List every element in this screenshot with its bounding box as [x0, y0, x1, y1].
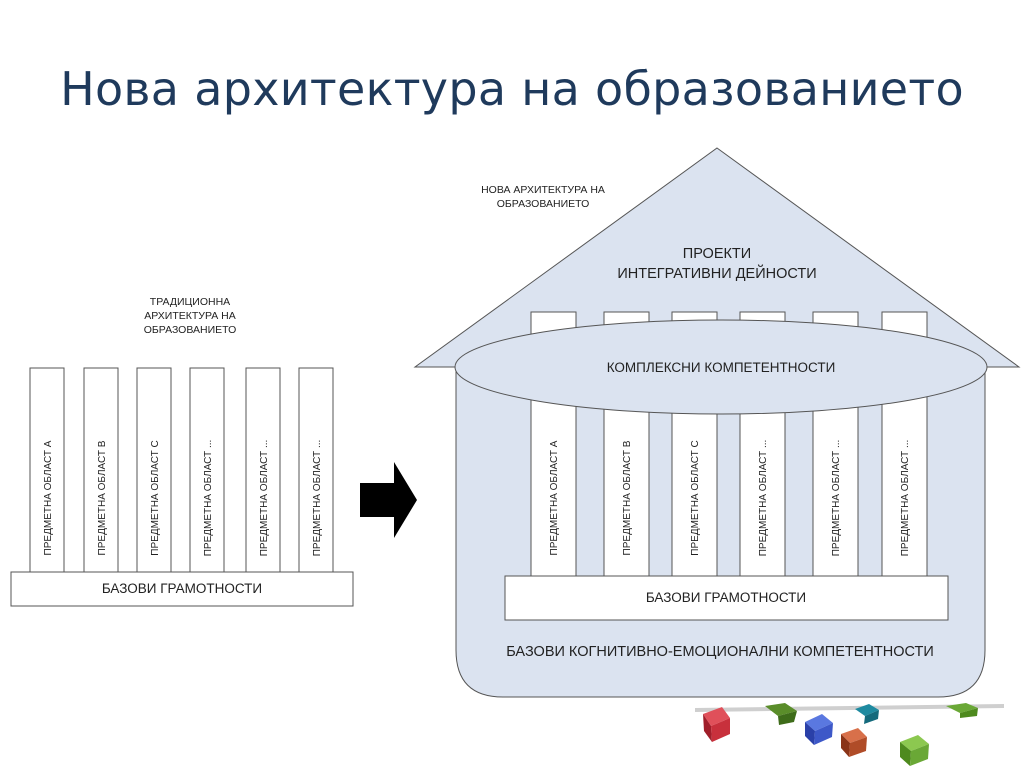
new-column-5: ПРЕДМЕТНА ОБЛАСТ ... [812, 389, 859, 577]
new-column-label: ПРЕДМЕТНА ОБЛАСТ А [549, 440, 560, 555]
traditional-architecture: ТРАДИЦИОННА АРХИТЕКТУРА НА ОБРАЗОВАНИЕТО… [10, 296, 354, 607]
new-column-label: ПРЕДМЕТНА ОБЛАСТ В [622, 440, 633, 555]
traditional-caption-line-3: ОБРАЗОВАНИЕТО [144, 324, 237, 336]
traditional-column-2: ПРЕДМЕТНА ОБЛАСТ В [83, 367, 119, 573]
traditional-base-box [10, 571, 354, 607]
slide-title: Нова архитектура на образованието [60, 62, 964, 116]
traditional-column-4: ПРЕДМЕТНА ОБЛАСТ ... [189, 367, 225, 573]
ellipse-label: КОМПЛЕКСНИ КОМПЕТЕНТНОСТИ [607, 360, 836, 375]
green-cube-icon [765, 703, 797, 725]
blue-cube-icon [805, 714, 833, 745]
new-architecture: НОВА АРХИТЕКТУРА НА ОБРАЗОВАНИЕТО ПРОЕКТ… [413, 147, 1021, 698]
traditional-column-label: ПРЕДМЕТНА ОБЛАСТ ... [312, 440, 323, 557]
traditional-base-label: БАЗОВИ ГРАМОТНОСТИ [102, 581, 262, 596]
traditional-column-label: ПРЕДМЕТНА ОБЛАСТ В [97, 440, 108, 555]
new-caption-line-1: НОВА АРХИТЕКТУРА НА [481, 184, 605, 196]
traditional-column-3: ПРЕДМЕТНА ОБЛАСТ С [136, 367, 172, 573]
foundation-label: БАЗОВИ КОГНИТИВНО-ЕМОЦИОНАЛНИ КОМПЕТЕНТН… [506, 644, 934, 660]
new-column-label: ПРЕДМЕТНА ОБЛАСТ ... [758, 440, 769, 557]
new-column-2: ПРЕДМЕТНА ОБЛАСТ В [603, 389, 650, 577]
traditional-column-label: ПРЕДМЕТНА ОБЛАСТ С [150, 440, 161, 555]
traditional-column-label: ПРЕДМЕТНА ОБЛАСТ А [43, 440, 54, 555]
new-base-box [504, 575, 949, 621]
new-column-label: ПРЕДМЕТНА ОБЛАСТ ... [900, 440, 911, 557]
green-cube-far-right-icon [946, 703, 978, 718]
brown-cube-icon [841, 728, 867, 757]
new-column-1: ПРЕДМЕТНА ОБЛАСТ А [530, 389, 577, 577]
new-column-3: ПРЕДМЕТНА ОБЛАСТ С [671, 389, 718, 577]
red-cube-icon [703, 707, 730, 742]
green-cube-right-icon [900, 735, 929, 766]
traditional-column-1: ПРЕДМЕТНА ОБЛАСТ А [29, 367, 65, 573]
competences-ellipse [454, 319, 988, 415]
traditional-caption-line-2: АРХИТЕКТУРА НА [144, 310, 236, 322]
new-caption-line-2: ОБРАЗОВАНИЕТО [497, 198, 590, 210]
new-column-label: ПРЕДМЕТНА ОБЛАСТ ... [831, 440, 842, 557]
teal-cube-icon [855, 704, 879, 724]
roof-label-projects: ПРОЕКТИ [683, 246, 751, 262]
traditional-column-5: ПРЕДМЕТНА ОБЛАСТ ... [245, 367, 281, 573]
new-column-label: ПРЕДМЕТНА ОБЛАСТ С [690, 440, 701, 555]
traditional-column-label: ПРЕДМЕТНА ОБЛАСТ ... [259, 440, 270, 557]
new-column-4: ПРЕДМЕТНА ОБЛАСТ ... [739, 389, 786, 577]
traditional-caption-line-1: ТРАДИЦИОННА [150, 296, 230, 308]
roof-label-integrative: ИНТЕГРАТИВНИ ДЕЙНОСТИ [617, 264, 816, 282]
traditional-column-6: ПРЕДМЕТНА ОБЛАСТ ... [298, 367, 334, 573]
new-column-6: ПРЕДМЕТНА ОБЛАСТ ... [881, 389, 928, 577]
decorative-cubes [695, 703, 1004, 766]
new-base-label: БАЗОВИ ГРАМОТНОСТИ [646, 590, 806, 605]
right-arrow-icon [360, 462, 417, 538]
traditional-column-label: ПРЕДМЕТНА ОБЛАСТ ... [203, 440, 214, 557]
